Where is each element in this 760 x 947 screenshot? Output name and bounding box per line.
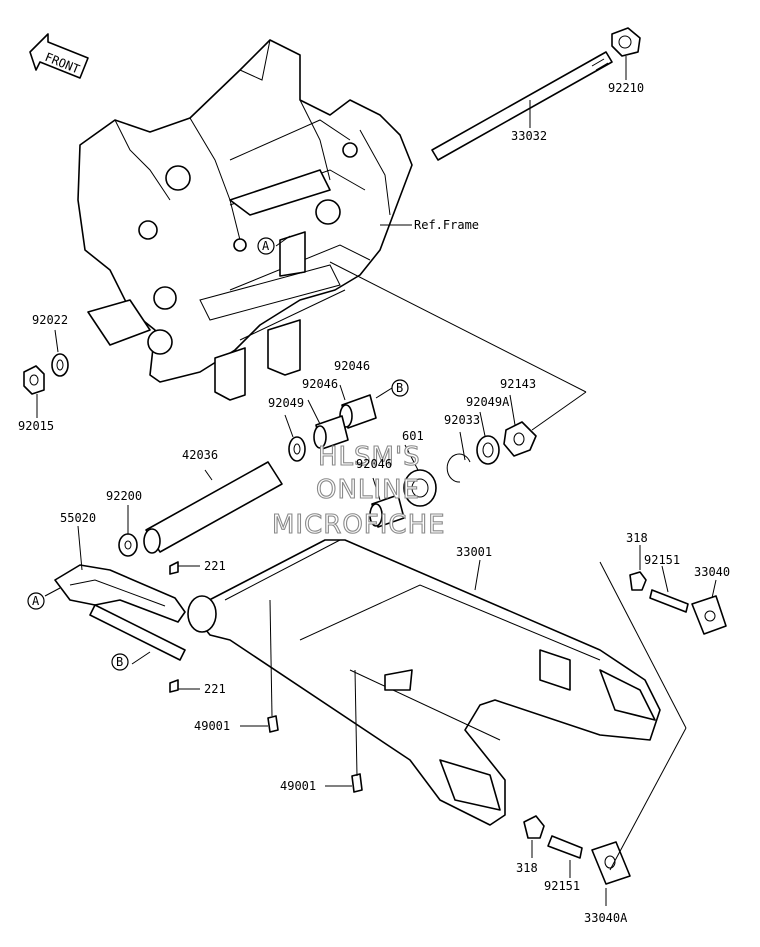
chain-guard-55020	[54, 564, 186, 661]
label-92046-low: 92046	[356, 457, 392, 471]
front-arrow-icon: FRONT	[29, 33, 89, 79]
label-92049: 92049	[268, 396, 304, 410]
needle-bearing-middle	[313, 415, 349, 450]
watermark-line-1: HLSM'S	[318, 442, 421, 472]
label-221-lower: 221	[204, 682, 226, 696]
svg-text:A: A	[32, 594, 40, 608]
callout-a-lower: A	[27, 592, 45, 610]
ref-frame-label: Ref.Frame	[414, 218, 479, 232]
label-318-upper: 318	[626, 531, 648, 545]
watermark: HLSM'S ONLINE MICROFICHE	[271, 441, 446, 540]
svg-text:B: B	[116, 655, 123, 669]
washer-92200	[118, 533, 138, 557]
svg-text:B: B	[396, 381, 403, 395]
watermark-line-3: MICROFICHE	[272, 510, 446, 540]
block-33040	[691, 595, 727, 635]
part-labels: Ref.Frame 92210 33032 92022 92015 92046 …	[18, 81, 730, 925]
block-33040A	[591, 841, 631, 885]
sleeve-42036	[143, 461, 283, 554]
label-33001: 33001	[456, 545, 492, 559]
collar-92143	[503, 421, 537, 457]
leader-lines	[36, 56, 717, 906]
nut-318-lower	[523, 815, 545, 839]
label-92143: 92143	[500, 377, 536, 391]
grease-nipple-lower	[351, 773, 363, 793]
label-92046-top: 92046	[334, 359, 370, 373]
callout-b-lower: B	[111, 653, 129, 671]
grease-nipple-upper	[267, 715, 279, 733]
label-92015: 92015	[18, 419, 54, 433]
seal-92049	[288, 436, 306, 462]
label-92151-lower: 92151	[544, 879, 580, 893]
nut-92210	[611, 27, 641, 57]
label-33040: 33040	[694, 565, 730, 579]
label-33040A: 33040A	[584, 911, 628, 925]
label-92022: 92022	[32, 313, 68, 327]
watermark-line-2: ONLINE	[316, 475, 420, 505]
nut-92015	[23, 365, 45, 395]
label-92151-upper: 92151	[644, 553, 680, 567]
label-49001-lower: 49001	[280, 779, 316, 793]
needle-bearing-upper	[339, 394, 377, 429]
washer-92022	[51, 353, 69, 377]
label-318-lower: 318	[516, 861, 538, 875]
seal-92049A	[476, 435, 500, 465]
screw-221-upper	[169, 561, 179, 575]
bolt-92151-lower	[547, 835, 583, 859]
label-221-upper: 221	[204, 559, 226, 573]
callout-b-upper: B	[391, 379, 409, 397]
label-49001-upper: 49001	[194, 719, 230, 733]
circlip-92033	[446, 453, 471, 483]
swingarm-33001	[187, 539, 661, 826]
label-92200: 92200	[106, 489, 142, 503]
label-55020: 55020	[60, 511, 96, 525]
ball-bearing-601	[403, 469, 437, 507]
label-33032: 33032	[511, 129, 547, 143]
label-42036: 42036	[182, 448, 218, 462]
needle-bearing-lower	[369, 494, 405, 528]
svg-text:A: A	[262, 239, 270, 253]
label-92049A: 92049A	[466, 395, 510, 409]
frame-illustration	[77, 39, 413, 401]
pivot-shaft	[431, 51, 613, 161]
label-92046-mid: 92046	[302, 377, 338, 391]
nut-318-upper	[629, 571, 647, 591]
screw-221-lower	[169, 679, 179, 693]
label-601: 601	[402, 429, 424, 443]
label-92033: 92033	[444, 413, 480, 427]
callout-a-upper: A	[257, 237, 275, 255]
label-92210: 92210	[608, 81, 644, 95]
bolt-92151-upper	[649, 589, 689, 613]
